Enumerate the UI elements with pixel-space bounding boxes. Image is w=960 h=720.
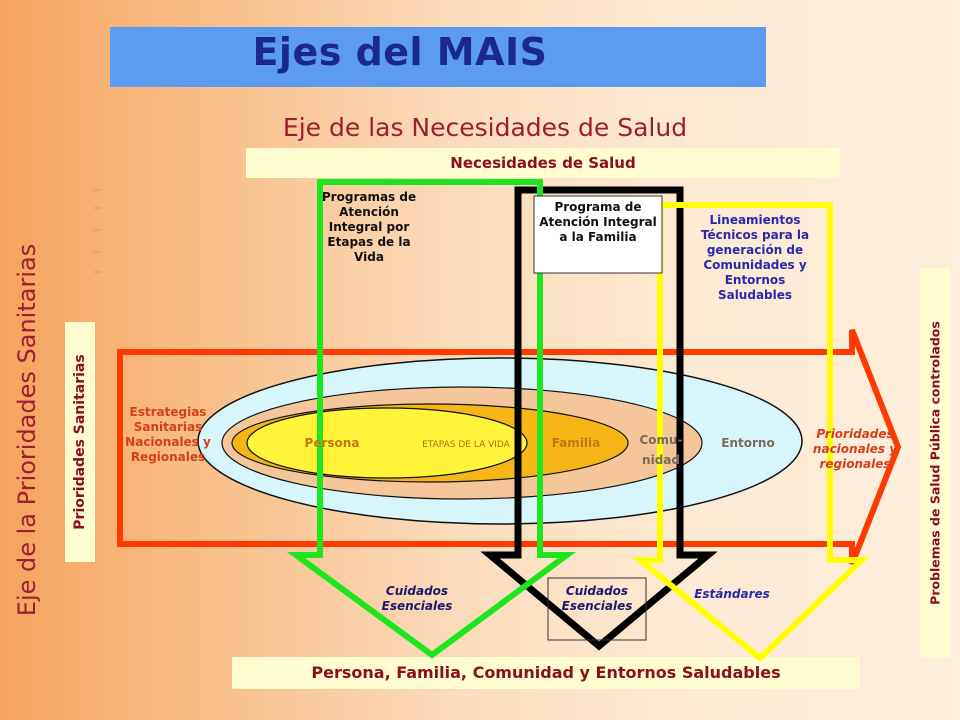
green-output-label: Cuidados Esenciales bbox=[381, 584, 453, 613]
black-arrow-label: Programa de Atención Integral a la Famil… bbox=[539, 200, 657, 244]
subtitle: Eje de las Necesidades de Salud bbox=[282, 113, 688, 142]
right-band-label: Problemas de Salud Pública controlados bbox=[927, 321, 943, 605]
comunidad-label: Comu- nidad bbox=[639, 433, 683, 467]
page-title: Ejes del MAIS bbox=[252, 30, 548, 74]
persona-label: Persona bbox=[304, 436, 360, 450]
familia-program-box bbox=[533, 195, 663, 274]
green-arrow-label: Programas de Atención Integral por Etapa… bbox=[321, 190, 417, 264]
orange-horizontal-arrow bbox=[117, 328, 902, 566]
entorno-label: Entorno bbox=[721, 436, 775, 450]
yellow-output-label: Estándares bbox=[694, 587, 770, 601]
black-vertical-arrow bbox=[480, 186, 718, 651]
cuidados-box-right bbox=[547, 577, 647, 641]
right-band-problemas bbox=[920, 268, 950, 658]
yellow-vertical-arrow bbox=[631, 202, 870, 663]
estrategias-label: Estrategias Sanitarias Nacionales y Regi… bbox=[125, 405, 211, 464]
prioridades-label: Prioridades nacionales y regionales bbox=[812, 427, 898, 471]
yellow-arrow-label: Lineamientos Técnicos para la generación… bbox=[700, 213, 810, 302]
top-band-necesidades: Necesidades de Salud bbox=[246, 148, 840, 178]
left-band-prioridades bbox=[65, 322, 95, 562]
left-band-label: Prioridades Sanitarias bbox=[72, 354, 88, 530]
familia-label: Familia bbox=[551, 436, 601, 450]
etapas-label: ETAPAS DE LA VIDA bbox=[422, 440, 510, 450]
title-banner bbox=[110, 27, 766, 87]
black-output-label: Cuidados Esenciales bbox=[561, 584, 633, 613]
left-axis-title: Eje de la Prioridades Sanitarias bbox=[13, 243, 41, 617]
bottom-band-outcomes: Persona, Familia, Comunidad y Entornos S… bbox=[232, 657, 860, 689]
